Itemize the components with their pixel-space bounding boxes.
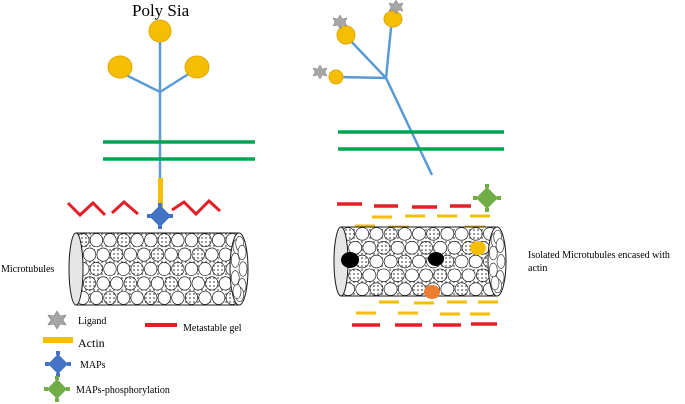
left-polysia-ball-top [148,19,172,43]
metastable-gel-bar-icon [145,323,177,327]
left-actin-stalk [158,178,163,208]
ligand-star-icon [47,310,67,330]
left-maps-diamond [147,203,173,229]
right-ball-3 [328,69,344,85]
right-gel-bottom [352,322,497,327]
actin-bar-icon [43,337,73,343]
maps-diamond-icon [45,351,71,377]
right-actin-dashes-bottom [356,300,498,316]
right-microtubule [333,226,507,297]
legend-maps-phosphorylation-label: MAPs-phosphorylation [76,385,170,396]
left-metastable-gel-zigzags [66,198,222,218]
ligand-star-icon [388,0,404,15]
legend-maps-label: MAPs [80,360,106,371]
yellow-dot [470,241,486,255]
right-membrane [338,130,504,151]
left-polysia-ball-left [107,55,133,79]
black-dot-1 [341,252,359,268]
diagram-title: Poly Sia [132,1,190,20]
right-branching-tree [328,10,434,176]
legend-metastable-gel-label: Metastable gel [183,323,242,334]
right-ball-2 [383,10,403,28]
microtubules-label: Microtubules [1,264,55,275]
left-polysia-ball-right [184,55,210,79]
left-membrane [103,140,255,161]
right-maps-phosphorylation-diamond [473,184,501,212]
right-microtubule-markers [341,241,486,299]
right-ligands [312,0,404,80]
ligand-star-icon [332,14,348,30]
left-polysia-tree [107,19,210,180]
right-actin-dashes-top [355,214,490,230]
maps-phosphorylation-diamond-icon [44,376,70,402]
ligand-star-icon [312,64,328,80]
black-dot-2 [428,252,444,266]
orange-dot [424,285,440,299]
right-gel-top [337,202,471,209]
legend-ligand-label: Ligand [78,316,107,327]
left-microtubule [68,232,249,306]
legend-actin-label: Actin [78,336,105,350]
isolated-microtubules-label: Isolated Microtubules encased with actin [528,250,670,274]
